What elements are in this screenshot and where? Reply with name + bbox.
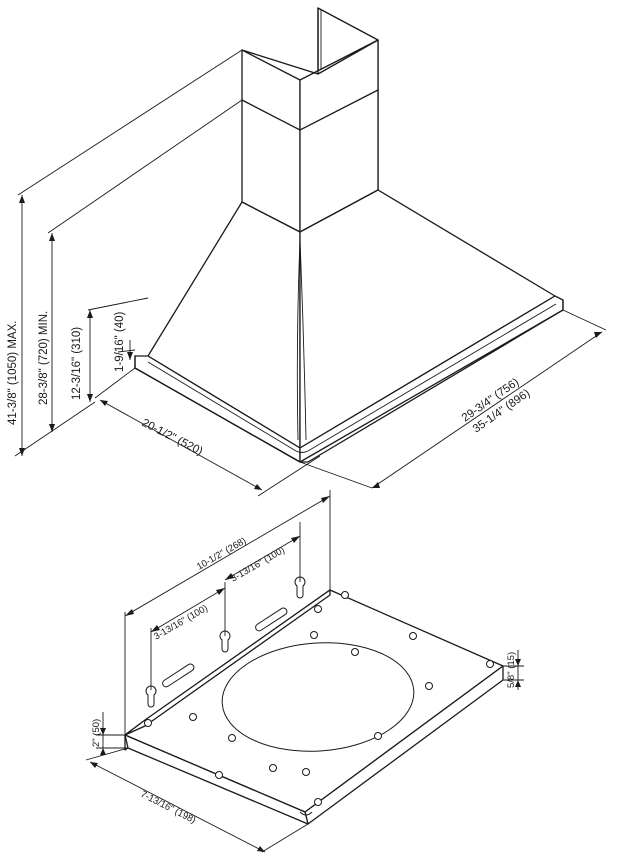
slot-left [162, 663, 195, 688]
screw-hole [269, 764, 277, 772]
screw-hole [409, 632, 417, 640]
screw-hole [228, 734, 236, 742]
canopy-front-crease-2 [299, 239, 307, 441]
ext-top-max [17, 49, 243, 196]
dim-width [371, 331, 603, 489]
dim-slot-spacing-right [224, 535, 301, 581]
label-bracket-depth: 7-13/16" (198) [139, 789, 198, 826]
ext-depth-front [257, 455, 321, 497]
duct-opening [221, 642, 415, 752]
screw-hole [144, 719, 152, 727]
screw-hole [351, 648, 359, 656]
range-hood-drawing [134, 7, 564, 463]
label-flange-height: 2" (50) [91, 719, 102, 747]
mounting-bracket-drawing [124, 576, 504, 825]
ext-depth-front-b [261, 823, 309, 853]
keyhole-slot-left [145, 685, 157, 708]
keyhole-slots [145, 576, 306, 708]
canopy-front-crease [296, 239, 301, 441]
screw-hole [374, 732, 382, 740]
label-depth: 20-1/2" (520) [140, 417, 205, 458]
screw-hole [215, 771, 223, 779]
keyhole-slot-right [294, 576, 306, 599]
dim-bracket-depth [89, 761, 266, 853]
screw-hole [341, 591, 349, 599]
screw-hole [302, 768, 310, 776]
screw-hole [310, 631, 318, 639]
dim-depth [99, 399, 263, 491]
screw-hole [486, 660, 494, 668]
ext-rim-top [117, 349, 136, 353]
label-canopy-height: 12-3/16" (310) [71, 327, 83, 400]
chimney-left-face [241, 49, 301, 233]
keyhole-slot-middle [219, 630, 231, 653]
bracket-upright-panel [124, 589, 331, 736]
label-bracket-overall: 10-1/2" (268) [195, 536, 248, 573]
elongated-slots [162, 607, 288, 688]
screw-hole [189, 713, 197, 721]
screw-holes [144, 591, 494, 806]
ext-width-left [299, 461, 373, 489]
ext-rim-bottom [94, 367, 136, 399]
label-lip-height: 5/8" (15) [506, 652, 517, 688]
ext-canopy-top [87, 297, 149, 311]
dim-slot-spacing-left [150, 587, 226, 633]
screw-hole [314, 798, 322, 806]
chimney-seam [241, 89, 379, 131]
label-rim-height: 1-9/16" (40) [114, 311, 126, 372]
rim-inner-edge [147, 303, 557, 453]
slot-right [255, 607, 288, 632]
ext-bottom-a [14, 401, 96, 457]
label-height-max: 41-3/8" (1050) MAX. [7, 321, 19, 425]
bracket-corner [299, 811, 313, 816]
dim-bracket-overall [124, 495, 331, 617]
label-slot-spacing-left: 3-13/16" (100) [152, 603, 210, 643]
ext-width-right [562, 309, 607, 331]
screw-hole [425, 682, 433, 690]
label-height-min: 28-3/8" (720) MIN. [38, 311, 50, 405]
screw-hole [314, 605, 322, 613]
ext-depth-back [85, 747, 129, 761]
ext-top-min [47, 99, 243, 234]
